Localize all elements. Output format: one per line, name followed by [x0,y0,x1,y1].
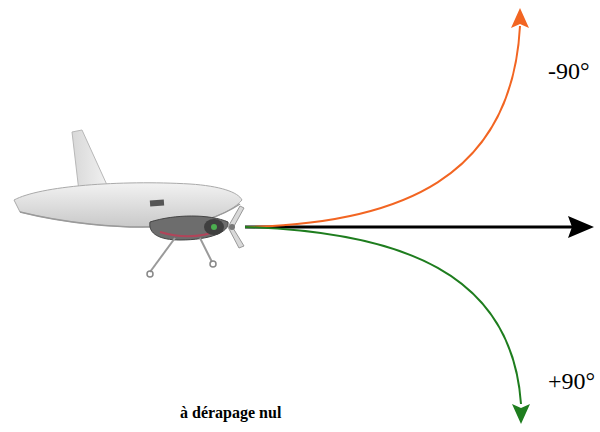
arrowhead [568,216,594,238]
left-turn-curve [245,26,520,227]
airplane [14,130,244,277]
right-turn-curve [245,227,521,404]
arrowhead [511,8,529,28]
straight-arrow [245,226,572,229]
angle-label: -90° [548,58,590,85]
angle-label: +90° [548,368,595,395]
caption-note: à dérapage nul [180,404,281,422]
arrowhead [512,404,530,424]
